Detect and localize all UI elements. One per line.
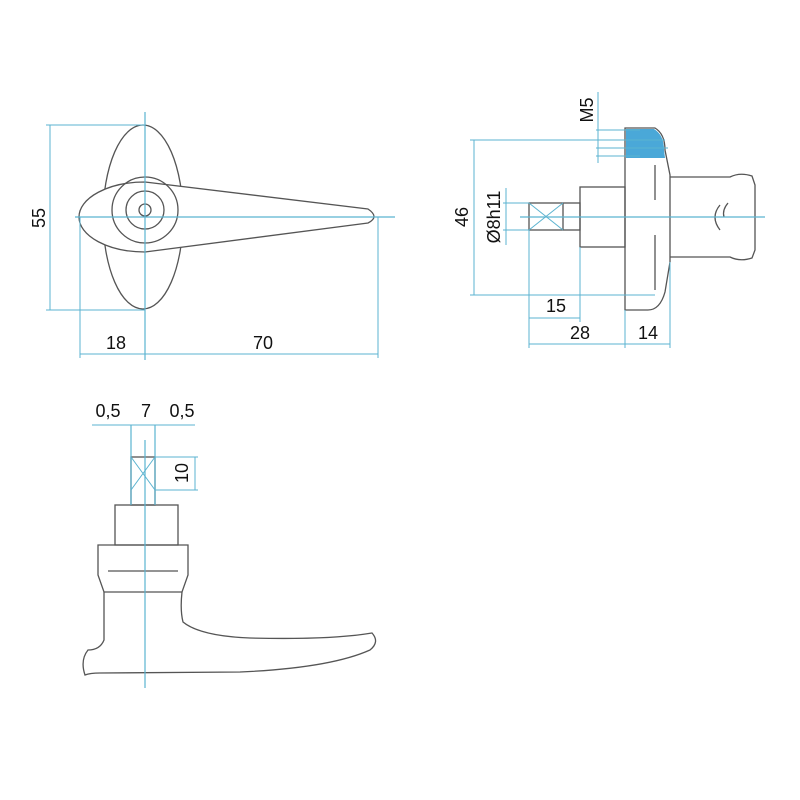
dim-label-18: 18 [106, 333, 126, 353]
side-view: 46 Ø8h11 M5 15 28 14 [452, 92, 765, 348]
collar [97, 544, 189, 593]
dim-label-14: 14 [638, 323, 658, 343]
dim-label-7: 7 [141, 401, 151, 421]
dim-label-28: 28 [570, 323, 590, 343]
dim-label-55: 55 [29, 208, 49, 228]
top-view: 0,5 7 0,5 10 [82, 401, 377, 688]
dim-label-70: 70 [253, 333, 273, 353]
boss-top [114, 504, 179, 546]
dim-label-right-clearance: 0,5 [169, 401, 194, 421]
front-view: 55 18 70 [29, 112, 395, 360]
dim-label-left-clearance: 0,5 [95, 401, 120, 421]
dim-label-46: 46 [452, 207, 472, 227]
dim-label-shaft-diameter: Ø8h11 [484, 191, 504, 244]
dim-label-15: 15 [546, 296, 566, 316]
thread-section [626, 129, 665, 158]
square-end [130, 456, 156, 506]
dim-label-m5: M5 [577, 97, 597, 122]
lever-side [82, 591, 377, 676]
dim-label-10: 10 [172, 463, 192, 483]
